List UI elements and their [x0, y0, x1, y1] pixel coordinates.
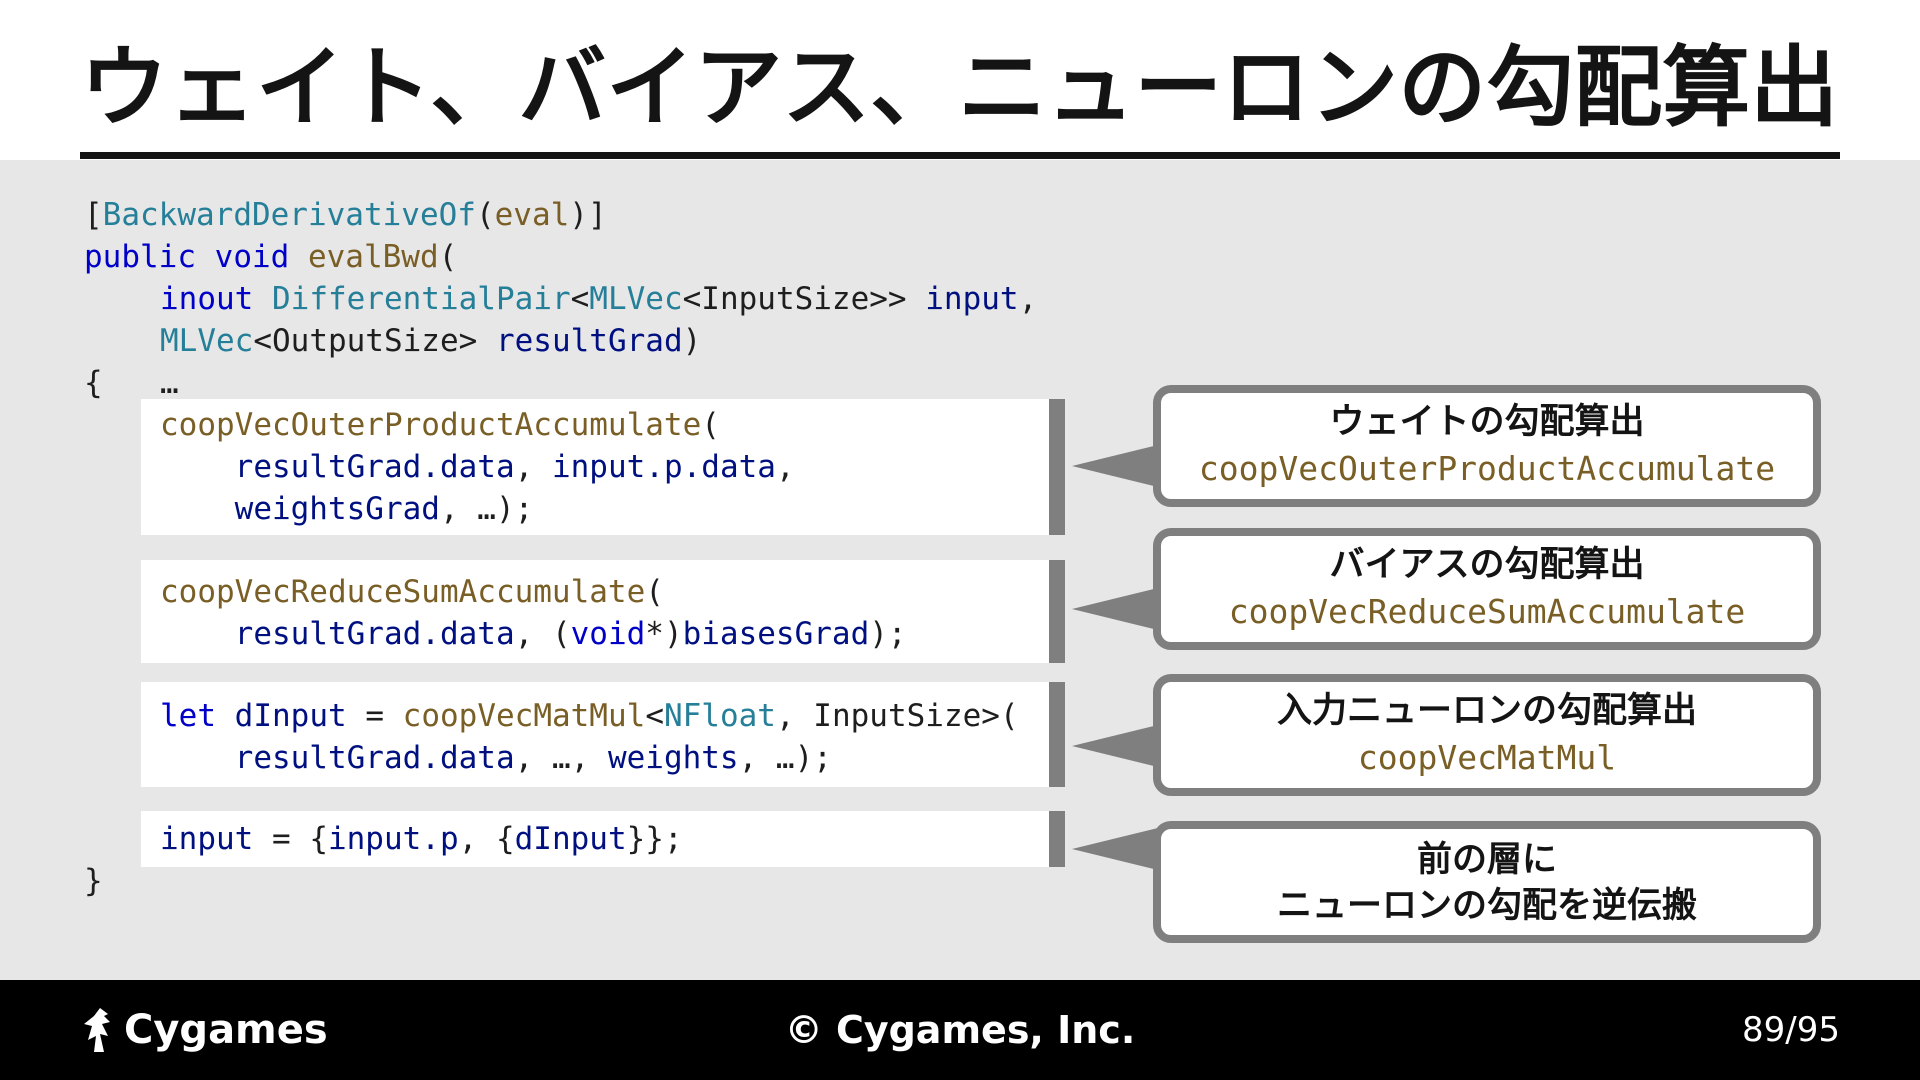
code-line-ellipsis: … [160, 362, 179, 404]
code-token: coopVecOuterProductAccumulate [160, 407, 702, 443]
code-token: dInput [514, 821, 627, 857]
callout-input-grad: 入力ニューロンの勾配算出 coopVecMatMul [1153, 674, 1821, 796]
code-token: < [645, 698, 664, 734]
title-underline [80, 152, 1840, 159]
code-token: , …, [514, 740, 608, 776]
code-token: resultGrad [495, 323, 683, 359]
callout-function: coopVecOuterProductAccumulate [1198, 449, 1776, 488]
code-token: < [570, 281, 590, 317]
brand-logo-text: Cygames [124, 1007, 328, 1053]
code-token: public [84, 239, 196, 275]
code-token: dInput [234, 698, 347, 734]
code-token: input [925, 281, 1019, 317]
code-token: ); [869, 616, 907, 652]
code-token: = [365, 698, 384, 734]
callout-backprop: 前の層に ニューロンの勾配を逆伝搬 [1153, 821, 1821, 943]
callout-heading: ウェイトの勾配算出 [1329, 402, 1645, 442]
code-token: void [570, 616, 646, 652]
footer-bar: © Cygames, Inc. Cygames 89/95 [0, 980, 1920, 1080]
code-token: [ [84, 197, 103, 233]
dragon-logo-icon [84, 1008, 110, 1052]
code-token: ) [682, 323, 702, 359]
code-token: MLVec [589, 281, 683, 317]
code-token: biasesGrad [682, 616, 870, 652]
code-token: )] [569, 197, 607, 233]
code-token: = { [253, 821, 328, 857]
code-token: inout [160, 281, 254, 317]
brand-logo: Cygames [80, 1000, 328, 1060]
code-token: DifferentialPair [272, 281, 571, 317]
callout-heading: 入力ニューロンの勾配算出 [1276, 691, 1697, 731]
code-token: void [214, 239, 290, 275]
callout-function: coopVecReduceSumAccumulate [1228, 592, 1746, 631]
page-number: 89/95 [1742, 1010, 1840, 1050]
code-token: , ( [514, 616, 571, 652]
content-panel: [BackwardDerivativeOf(eval)] public void… [0, 160, 1920, 980]
code-token: } [84, 863, 103, 899]
code-token: … [160, 365, 179, 401]
code-token: NFloat [663, 698, 776, 734]
code-token: <InputSize>> [682, 281, 907, 317]
code-token: , { [458, 821, 515, 857]
code-token: let [160, 698, 216, 734]
code-token: resultGrad.data [234, 740, 515, 776]
code-line-param-input: inout DifferentialPair<MLVec<InputSize>>… [160, 278, 1037, 320]
code-token: , [1018, 281, 1038, 317]
code-token: weightsGrad [234, 491, 440, 527]
callout-pointer [1072, 587, 1162, 631]
code-token: , …); [738, 740, 832, 776]
code-token: ( [438, 239, 458, 275]
code-token: { [84, 365, 103, 401]
code-line-attribute: [BackwardDerivativeOf(eval)] [84, 194, 607, 236]
code-token: , [514, 449, 534, 485]
code-line-close-brace: } [84, 860, 103, 902]
code-token: resultGrad.data [234, 449, 515, 485]
copyright: © Cygames, Inc. [784, 1008, 1136, 1052]
code-line-param-grad: MLVec<OutputSize> resultGrad) [160, 320, 701, 362]
callout-heading: バイアスの勾配算出 [1329, 545, 1645, 585]
callout-biases: バイアスの勾配算出 coopVecReduceSumAccumulate [1153, 528, 1821, 650]
code-block-outer-product: coopVecOuterProductAccumulate( resultGra… [160, 404, 795, 530]
code-token: input.p [327, 821, 459, 857]
code-token: resultGrad.data [234, 616, 515, 652]
code-token: ( [645, 574, 664, 610]
code-token: BackwardDerivativeOf [102, 197, 476, 233]
code-token: input [160, 821, 254, 857]
code-token: evalBwd [307, 239, 439, 275]
code-token: , [775, 449, 795, 485]
callout-pointer [1072, 444, 1162, 488]
code-highlight-input-grad [141, 682, 1065, 787]
callout-function: coopVecMatMul [1357, 738, 1617, 777]
code-token: coopVecReduceSumAccumulate [160, 574, 646, 610]
page-title: ウェイト、バイアス、ニューロンの勾配算出 [80, 36, 1839, 139]
code-token: }}; [626, 821, 683, 857]
code-block-reduce-sum: coopVecReduceSumAccumulate( resultGrad.d… [160, 571, 907, 655]
code-token: ( [475, 197, 495, 233]
code-highlight-assign [141, 811, 1065, 867]
callout-weights: ウェイトの勾配算出 coopVecOuterProductAccumulate [1153, 385, 1821, 507]
code-block-matmul: let dInput = coopVecMatMul<NFloat, Input… [160, 695, 1019, 779]
code-token: coopVecMatMul [402, 698, 646, 734]
callout-heading-line2: ニューロンの勾配を逆伝搬 [1276, 886, 1697, 926]
code-highlight-biases [141, 560, 1065, 663]
code-highlight-weights [141, 399, 1065, 535]
code-line-open-brace: { [84, 362, 103, 404]
callout-pointer [1072, 827, 1162, 871]
code-token: , InputSize>( [775, 698, 1019, 734]
callout-pointer [1072, 724, 1162, 768]
code-token: *) [645, 616, 683, 652]
code-token: weights [607, 740, 739, 776]
code-token: input.p.data [551, 449, 776, 485]
callout-heading-line1: 前の層に [1416, 840, 1557, 880]
code-token: , …); [439, 491, 534, 527]
code-token: ( [701, 407, 720, 443]
code-token: <OutputSize> [253, 323, 478, 359]
code-block-assign: input = {input.p, {dInput}}; [160, 818, 683, 860]
code-line-signature: public void evalBwd( [84, 236, 457, 278]
code-token: MLVec [160, 323, 254, 359]
code-token: eval [494, 197, 570, 233]
